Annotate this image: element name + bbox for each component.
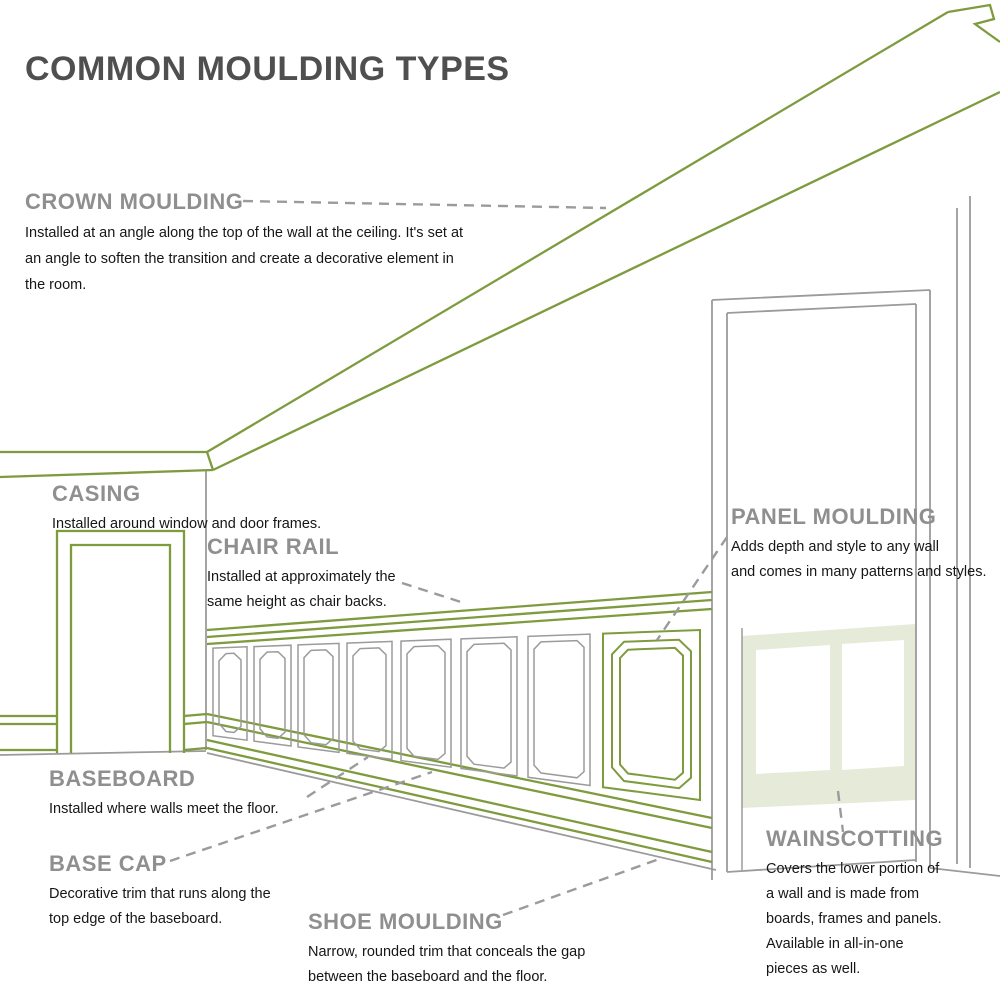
crown-moulding-upper-edge	[206, 11, 949, 453]
wall-panel-inner-frame	[406, 644, 446, 761]
wainscotting-description: pieces as well.	[766, 961, 861, 977]
chair-rail-description: same height as chair backs.	[207, 594, 387, 610]
base-cap-description: Decorative trim that runs along the	[49, 886, 271, 902]
wainscotting-label: WAINSCOTTING	[766, 826, 944, 851]
wainscot-panel-opening	[842, 640, 904, 770]
wainscotting-description: Covers the lower portion of	[766, 861, 940, 877]
base-cap-leader-line	[169, 770, 433, 863]
wall-panel-inner-frame	[259, 650, 286, 740]
callout-chair-rail: CHAIR RAIL Installed at approximately th…	[207, 534, 396, 615]
wainscotting-description: boards, frames and panels.	[766, 911, 942, 927]
callout-baseboard: BASEBOARD Installed where walls meet the…	[49, 766, 279, 822]
door-casing-outer	[55, 529, 186, 753]
panel-moulding-description: Adds depth and style to any wall	[731, 539, 939, 555]
highlighted-panel-inner-frame	[611, 638, 692, 790]
callout-shoe-moulding: SHOE MOULDING Narrow, rounded trim that …	[308, 909, 585, 990]
wainscotting-description: Available in all-in-one	[766, 936, 904, 952]
crown-moulding-description: the room.	[25, 277, 87, 293]
left-wall-baseboard	[0, 712, 208, 752]
baseboard-description: Installed where walls meet the floor.	[49, 801, 279, 817]
panel-moulding-label: PANEL MOULDING	[731, 504, 937, 529]
wall-panel-inner-frame	[533, 639, 585, 779]
wall-panel	[212, 646, 248, 742]
wall-panel	[400, 638, 452, 769]
wall-panel	[527, 633, 591, 787]
callout-wainscotting: WAINSCOTTING Covers the lower portion of…	[766, 826, 943, 982]
highlighted-panel-moulding	[602, 628, 701, 802]
crown-leader-line	[242, 199, 607, 210]
door-frame	[711, 289, 931, 880]
chair-rail-description: Installed at approximately the	[207, 569, 396, 585]
wainscotting-description: a wall and is made from	[766, 886, 920, 902]
page-title: COMMON MOULDING TYPES	[25, 50, 510, 88]
shoe-moulding-description: between the baseboard and the floor.	[308, 969, 548, 985]
wall-panel	[253, 644, 292, 747]
main-floor-line	[206, 752, 717, 871]
wainscotting-leader-line	[836, 790, 845, 833]
crown-moulding-lower-edge	[212, 90, 1000, 472]
right-wall-edge	[956, 196, 971, 868]
crown-moulding-label: CROWN MOULDING	[25, 189, 244, 214]
panel-moulding-leader-line	[656, 536, 728, 641]
door-casing-inner	[69, 543, 172, 753]
crown-moulding-profile	[947, 3, 1000, 43]
chair-rail-leader-line	[401, 581, 465, 605]
wall-panel-inner-frame	[352, 647, 387, 753]
callout-casing: CASING Installed around window and door …	[52, 481, 321, 537]
chair-rail-label: CHAIR RAIL	[207, 534, 340, 559]
crown-moulding-description: Installed at an angle along the top of t…	[25, 225, 464, 241]
baseboard-leader-line	[306, 755, 369, 799]
base-cap-label: BASE CAP	[49, 851, 167, 876]
shoe-moulding-label: SHOE MOULDING	[308, 909, 503, 934]
shoe-moulding-leader-line	[502, 856, 663, 917]
wall-panel	[460, 636, 518, 777]
callout-panel-moulding: PANEL MOULDING Adds depth and style to a…	[731, 504, 987, 585]
left-floor-line	[0, 750, 207, 756]
wainscot-panel-opening	[756, 645, 830, 774]
panel-moulding-description: and comes in many patterns and styles.	[731, 564, 987, 580]
crown-moulding-left-wall	[0, 450, 215, 479]
baseboard-label: BASEBOARD	[49, 766, 196, 791]
casing-label: CASING	[52, 481, 141, 506]
wall-panel	[297, 642, 340, 754]
baseboard-band	[206, 712, 713, 864]
wall-panel-inner-frame	[466, 642, 512, 769]
crown-moulding-description: an angle to soften the transition and cr…	[25, 251, 454, 267]
callout-base-cap: BASE CAP Decorative trim that runs along…	[49, 851, 271, 932]
callout-crown-moulding: CROWN MOULDING Installed at an angle alo…	[25, 189, 463, 298]
wall-panel-inner-frame	[303, 649, 334, 746]
wall-panel	[346, 640, 393, 761]
wainscot-panel-row	[212, 628, 701, 802]
casing-description: Installed around window and door frames.	[52, 516, 322, 532]
right-floor-line	[929, 867, 1000, 877]
wall-panel-inner-frame	[218, 652, 242, 734]
base-cap-description: top edge of the baseboard.	[49, 911, 223, 927]
chair-rail-band	[206, 590, 713, 646]
shoe-moulding-description: Narrow, rounded trim that conceals the g…	[308, 944, 586, 960]
highlighted-panel-inner-frame	[619, 646, 684, 781]
